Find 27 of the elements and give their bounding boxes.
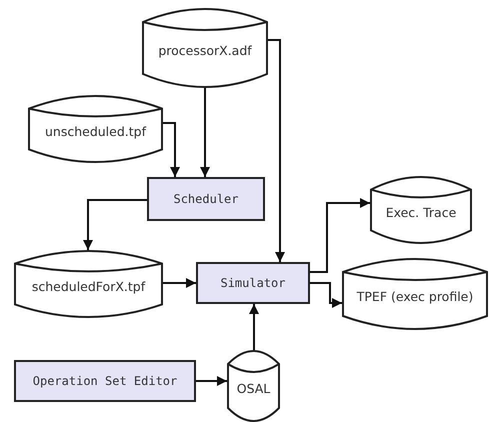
arrow — [268, 39, 285, 262]
process-box — [196, 262, 310, 304]
process-box — [147, 177, 265, 221]
arrow — [163, 122, 180, 177]
data-label: Exec. Trace — [386, 204, 456, 220]
data-store-cylinder — [142, 8, 268, 88]
arrow — [200, 88, 210, 177]
data-store-cylinder — [370, 176, 472, 244]
data-store-cylinder — [342, 258, 488, 330]
data-label: TPEF (exec profile) — [356, 288, 474, 304]
data-label: OSAL — [236, 380, 270, 396]
arrow — [310, 282, 342, 308]
data-label: scheduledForX.tpf — [32, 278, 146, 294]
process-box — [14, 360, 196, 402]
data-label: processorX.adf — [158, 42, 252, 58]
arrow — [249, 304, 259, 350]
arrow — [196, 376, 227, 386]
data-store-cylinder — [28, 95, 163, 163]
process-label: Operation Set Editor — [32, 374, 178, 388]
data-store-cylinder — [14, 250, 163, 318]
data-store-cylinder — [227, 350, 280, 422]
data-label: unscheduled.tpf — [44, 124, 146, 138]
arrow — [163, 278, 196, 288]
process-label: Simulator — [220, 276, 286, 290]
process-label: Scheduler — [173, 192, 239, 206]
arrow — [310, 198, 370, 273]
arrow — [83, 199, 147, 250]
